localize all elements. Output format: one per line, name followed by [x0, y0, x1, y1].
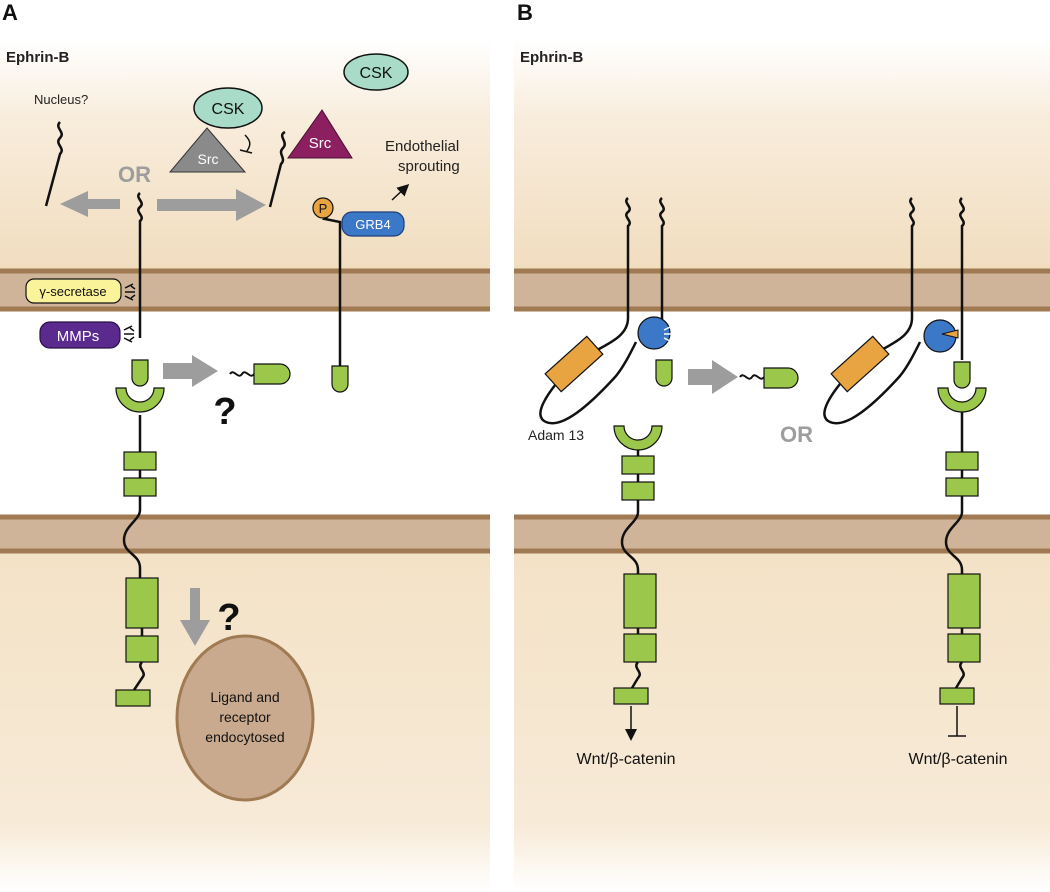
ephrin-tail-b4 [959, 197, 965, 360]
cleavage-mark-adam [663, 325, 675, 343]
eph-receptor-a-domain-1 [123, 451, 157, 471]
eph-receptor-b1-domain-2 [621, 481, 655, 501]
endothelial-arrow [391, 183, 410, 201]
adam13-inhibited-tab [941, 329, 959, 339]
question-mark-top: ? [213, 391, 236, 433]
grb4-label: GRB4 [355, 217, 390, 232]
endothelial-label-2: sprouting [398, 158, 460, 175]
endocytosed-label-1: Ligand and [210, 689, 279, 705]
cleavage-mark-mmps [123, 325, 135, 343]
mmps-label: MMPs [57, 328, 100, 345]
eph-receptor-b1-backbone [620, 450, 641, 689]
eph-receptor-b2-kinase-2 [947, 633, 981, 663]
gray-arrow-shed [163, 355, 218, 387]
endocytosed-label-3: endocytosed [205, 729, 284, 745]
ephrin-green-central [131, 359, 149, 387]
nucleus-label: Nucleus? [34, 92, 88, 107]
ephrin-green-right [331, 365, 349, 393]
gray-arrow-right [157, 189, 266, 221]
endosome [175, 634, 315, 802]
src-purple-label: Src [309, 135, 332, 152]
eph-receptor-a-sam [115, 689, 151, 707]
eph-receptor-b1-domain-1 [621, 455, 655, 475]
gray-arrow-down [180, 588, 210, 646]
adam13-domain-right [830, 335, 890, 393]
eph-receptor-b2-domain-1 [945, 451, 979, 471]
shed-fragment-b-tail [739, 374, 765, 380]
gamma-secretase-box [25, 278, 122, 304]
shed-fragment-b-head [763, 367, 799, 389]
eph-receptor-b1-kinase-2 [623, 633, 657, 663]
src-gray-label: Src [198, 151, 219, 167]
gray-arrow-left [60, 191, 120, 217]
eph-receptor-b1-cup [613, 425, 663, 451]
wnt-inhibition-bar [948, 706, 966, 737]
phospho-label: P [319, 201, 328, 216]
ephrin-green-b2 [953, 361, 971, 389]
endothelial-label-1: Endothelial [385, 138, 459, 155]
shed-fragment-head [253, 363, 291, 385]
ephrin-tail-b2 [659, 197, 665, 340]
eph-receptor-b1-kinase-1 [623, 573, 657, 629]
eph-receptor-b1-sam [613, 687, 649, 705]
mmps-box [39, 321, 121, 349]
eph-receptor-b2-domain-2 [945, 477, 979, 497]
shed-fragment-tail [229, 371, 255, 377]
adam13-catalytic-left [637, 316, 671, 350]
panel-a-letter: A [2, 0, 18, 25]
ephrin-fragment-src [268, 130, 286, 208]
csk-right-label: CSK [360, 65, 393, 82]
eph-receptor-a-linker [132, 628, 145, 691]
eph-receptor-a-backbone [122, 415, 142, 578]
eph-receptor-a-kinase-2 [125, 635, 159, 663]
eph-receptor-b2-kinase-1 [947, 573, 981, 629]
eph-receptor-b2-backbone [944, 412, 965, 689]
grb4-box [341, 211, 405, 237]
ephrin-fragment-nucleus [44, 121, 63, 207]
or-label-a: OR [118, 162, 151, 187]
ephrin-green-b1 [655, 359, 673, 387]
panel-b-letter: B [517, 0, 533, 25]
cleavage-mark-gamma [124, 283, 136, 301]
membrane-top-b [514, 270, 1050, 310]
endocytosed-label-2: receptor [219, 709, 271, 725]
wnt-label-left: Wnt/β-catenin [576, 751, 675, 768]
eph-receptor-a-cup [115, 387, 165, 413]
src-purple-triangle [287, 109, 353, 159]
csk-right-oval [343, 53, 409, 91]
adam13-label: Adam 13 [528, 427, 584, 443]
phospho-circle [312, 197, 334, 219]
panel-b-title: Ephrin-B [520, 49, 583, 66]
gray-arrow-b [688, 360, 738, 394]
eph-receptor-b2-sam [939, 687, 975, 705]
csk-left-label: CSK [212, 101, 245, 118]
src-gray-triangle [168, 127, 247, 173]
inhibition-line [239, 134, 253, 154]
eph-receptor-a-domain-2 [123, 477, 157, 497]
gamma-secretase-label: γ-secretase [39, 284, 106, 299]
csk-left-oval [193, 87, 263, 129]
eph-receptor-a-kinase-1 [125, 577, 159, 629]
ephrin-tail-central [137, 192, 143, 338]
or-label-b: OR [780, 422, 813, 447]
membrane-bottom-a [0, 516, 490, 552]
eph-receptor-b2-cup [937, 387, 987, 413]
membrane-bottom-b [514, 516, 1050, 552]
adam13-domain-left [544, 335, 604, 393]
question-mark-bottom: ? [217, 597, 240, 639]
wnt-label-right: Wnt/β-catenin [908, 751, 1007, 768]
panel-a-title: Ephrin-B [6, 49, 69, 66]
